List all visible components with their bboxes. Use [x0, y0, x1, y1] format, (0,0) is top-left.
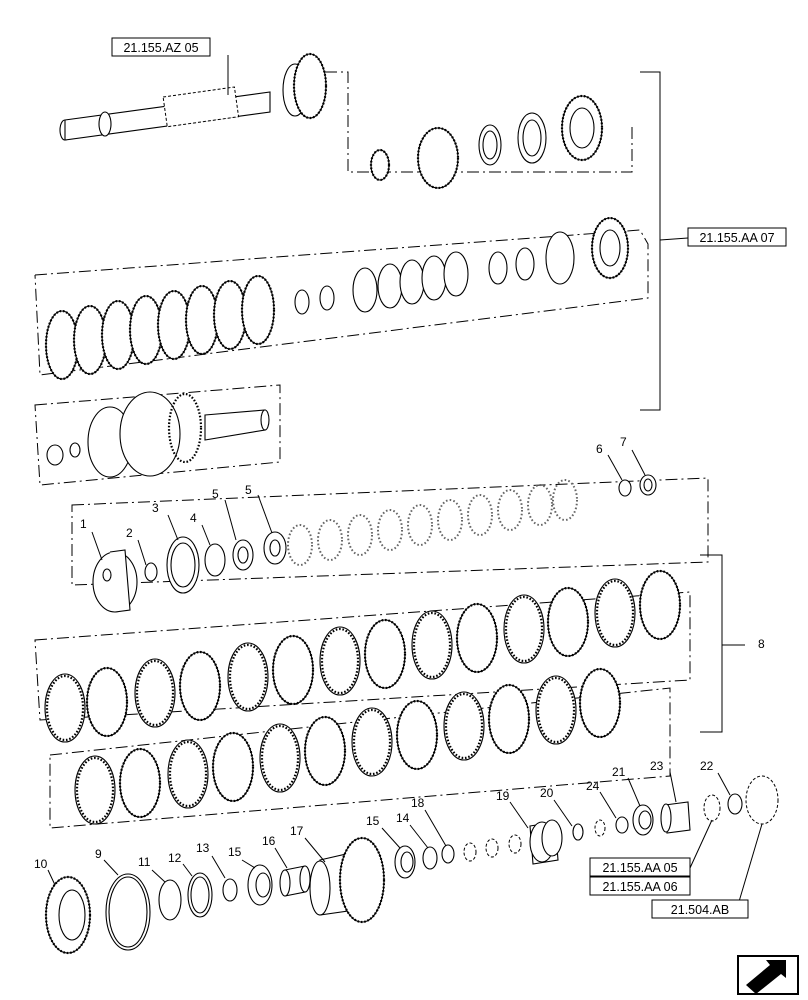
callout-19: 19 [496, 789, 510, 803]
callout-numbers: 1 2 3 4 5 5 6 7 8 9 10 11 12 13 15 16 17… [34, 435, 765, 871]
next-page-arrow-icon[interactable] [737, 955, 799, 995]
callout-16: 16 [262, 834, 276, 848]
plate-bracket [700, 554, 723, 733]
callout-9: 9 [95, 847, 102, 861]
piston-group-boundary [71, 477, 709, 586]
piston-parts [92, 474, 657, 613]
callout-2: 2 [126, 526, 133, 540]
hub-group-boundary [34, 384, 281, 486]
callout-13: 13 [196, 841, 210, 855]
plate-row-2 [74, 667, 622, 825]
upper-clutch-pack [44, 216, 630, 381]
callout-14: 14 [396, 811, 410, 825]
callout-11: 11 [138, 855, 151, 869]
svg-text:21.155.AA 05: 21.155.AA 05 [602, 861, 677, 875]
clutch-hub [46, 391, 270, 478]
reference-box-bearing-b[interactable]: 21.155.AA 06 [589, 876, 691, 896]
plate-row-1 [44, 569, 682, 743]
callout-4: 4 [190, 511, 197, 525]
upper-group-bracket [640, 71, 661, 411]
callout-22: 22 [700, 759, 714, 773]
clutch-pack-boundary [34, 229, 649, 376]
upper-group-leader [659, 237, 689, 241]
callout-20: 20 [540, 786, 554, 800]
reference-box-bearing-c[interactable]: 21.504.AB [651, 899, 749, 919]
callout-1: 1 [80, 517, 87, 531]
shaft-group-boundary [325, 71, 633, 173]
svg-text:21.155.AA 07: 21.155.AA 07 [699, 231, 774, 245]
svg-text:21.504.AB: 21.504.AB [671, 903, 729, 917]
callout-12: 12 [168, 851, 182, 865]
reference-box-top-shaft[interactable]: 21.155.AZ 05 [111, 37, 211, 57]
leader-lines [47, 55, 763, 906]
callout-17: 17 [290, 824, 304, 838]
callout-21: 21 [612, 765, 626, 779]
callout-5a: 5 [212, 487, 219, 501]
bottom-parts [44, 775, 779, 955]
plate-row-2-boundary [49, 687, 671, 829]
callout-3: 3 [152, 501, 159, 515]
upper-gear-set [369, 94, 604, 190]
callout-15a: 15 [228, 845, 242, 859]
reference-box-bearing-a[interactable]: 21.155.AA 05 [589, 857, 691, 877]
callout-6: 6 [596, 442, 603, 456]
callout-18: 18 [411, 796, 425, 810]
callout-23: 23 [650, 759, 664, 773]
callout-24: 24 [586, 779, 600, 793]
callout-15b: 15 [366, 814, 380, 828]
svg-text:21.155.AA 06: 21.155.AA 06 [602, 880, 677, 894]
callout-7: 7 [620, 435, 627, 449]
input-shaft [59, 52, 328, 141]
callout-8: 8 [758, 637, 765, 651]
callout-10: 10 [34, 857, 48, 871]
callout-5b: 5 [245, 483, 252, 497]
svg-text:21.155.AZ 05: 21.155.AZ 05 [123, 41, 198, 55]
reference-box-upper-group[interactable]: 21.155.AA 07 [687, 227, 787, 247]
